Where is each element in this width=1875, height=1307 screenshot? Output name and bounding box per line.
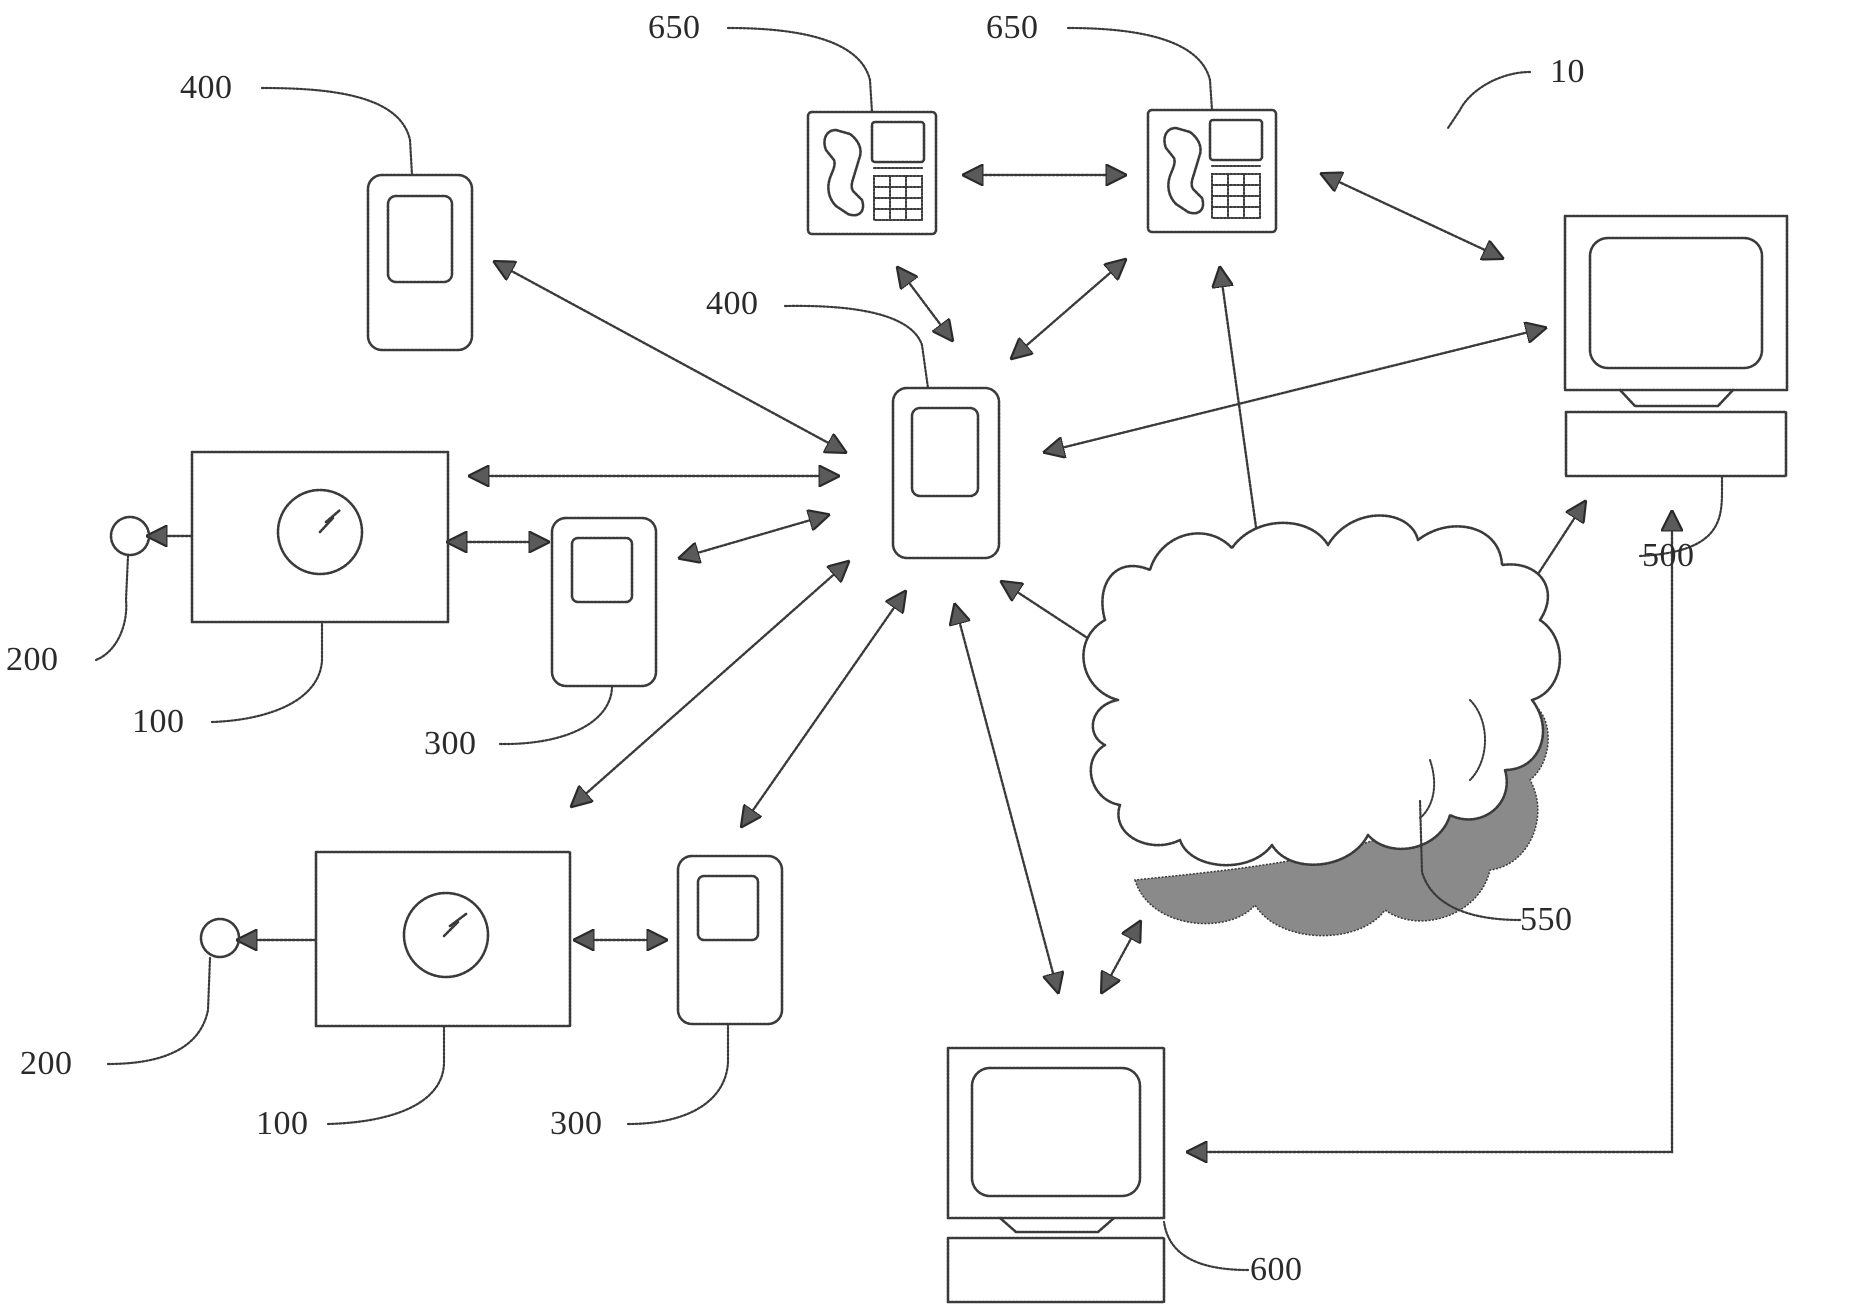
utility-meter-upper — [192, 452, 448, 622]
link-hub-meter-lower — [572, 562, 848, 806]
label-client-computer: 600 — [1250, 1251, 1303, 1288]
link-cloud-client — [1102, 922, 1140, 992]
meter-reader-lower — [678, 856, 782, 1024]
link-hub-phone-a — [898, 268, 952, 340]
link-hub-reader-lower — [742, 592, 905, 826]
label-phone-a: 650 — [648, 9, 701, 46]
utility-meter-lower — [316, 852, 570, 1026]
label-reader-lower: 300 — [550, 1105, 603, 1142]
network-cloud — [1083, 515, 1559, 935]
label-mobile-hub: 400 — [706, 285, 759, 322]
label-mobile-top-left: 400 — [180, 69, 233, 106]
label-meter-upper: 100 — [132, 703, 185, 740]
link-hub-phone-b — [1012, 260, 1125, 358]
sensor-upper — [111, 517, 149, 555]
client-computer — [948, 1048, 1164, 1302]
label-phone-b: 650 — [986, 9, 1039, 46]
label-reader-upper: 300 — [424, 725, 477, 762]
mobile-hub-device — [893, 388, 999, 558]
label-meter-lower: 100 — [256, 1105, 309, 1142]
link-hub-mobile — [495, 262, 845, 452]
keypad-a — [874, 168, 922, 220]
link-hub-server — [1045, 328, 1545, 452]
link-hub-client — [955, 605, 1058, 992]
label-sensor-lower: 200 — [20, 1045, 73, 1082]
label-server-computer: 500 — [1642, 537, 1695, 574]
mobile-device-top-left — [368, 175, 472, 350]
meter-reader-upper — [552, 518, 656, 686]
server-computer — [1565, 216, 1787, 476]
link-reader-hub — [680, 515, 828, 558]
keypad-b — [1212, 166, 1260, 218]
desk-phone-b — [1148, 110, 1276, 232]
label-network-cloud: 550 — [1520, 901, 1573, 938]
label-system: 10 — [1550, 53, 1585, 90]
label-sensor-upper: 200 — [6, 641, 59, 678]
link-phone-b-server — [1322, 174, 1502, 258]
desk-phone-a — [808, 112, 936, 234]
sensor-lower — [201, 919, 239, 957]
